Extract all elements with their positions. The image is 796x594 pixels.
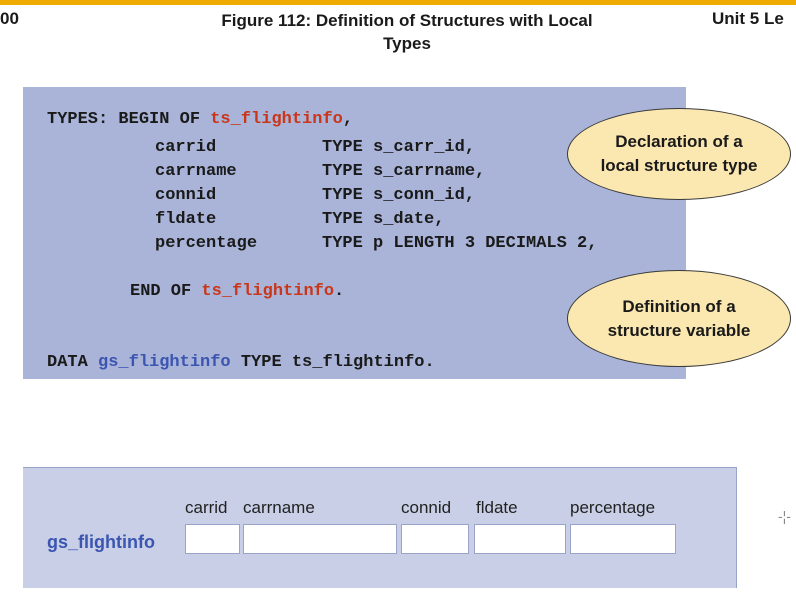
figure-title-line-1: Figure 112: Definition of Structures wit…	[221, 11, 593, 30]
field-name-percentage: percentage	[155, 234, 258, 253]
keyword-types-begin: TYPES: BEGIN OF	[47, 110, 211, 129]
code-line-end: END OF ts_flightinfo.	[130, 282, 344, 302]
field-box-carrname	[243, 524, 397, 554]
field-type-fldate: TYPE s_date,	[322, 210, 445, 229]
data-type-clause: TYPE ts_flightinfo.	[230, 353, 435, 372]
column-label-carrid: carrid	[185, 498, 228, 517]
field-box-connid	[401, 524, 469, 554]
type-name: ts_flightinfo	[210, 110, 343, 129]
field-name-connid: connid	[155, 186, 217, 205]
definition-callout: Definition of a structure variable	[567, 270, 791, 367]
column-label-carrname: carrname	[243, 498, 315, 517]
field-name-fldate: fldate	[155, 210, 217, 229]
definition-callout-line-2: structure variable	[607, 320, 751, 340]
field-name-carrid: carrid	[155, 138, 217, 157]
figure-title-line-2: Types	[383, 34, 431, 53]
field-type-carrid: TYPE s_carr_id,	[322, 138, 476, 157]
accent-bar	[0, 0, 796, 5]
field-type-connid: TYPE s_conn_id,	[322, 186, 476, 205]
structure-variable-label: gs_flightinfo	[47, 532, 155, 552]
data-variable: gs_flightinfo	[98, 353, 231, 372]
field-box-carrid	[185, 524, 240, 554]
keyword-data: DATA	[47, 353, 99, 372]
page-number: 00	[0, 9, 19, 28]
end-type-name: ts_flightinfo	[201, 282, 335, 301]
column-label-percentage: percentage	[570, 498, 656, 517]
declaration-callout: Declaration of a local structure type	[567, 108, 791, 200]
comma: ,	[342, 110, 354, 129]
unit-label: Unit 5 Le	[712, 9, 784, 28]
declaration-callout-line-1: Declaration of a	[615, 132, 743, 151]
keyword-end-of: END OF	[130, 282, 202, 301]
field-type-carrname: TYPE s_carrname,	[322, 162, 486, 181]
field-type-percentage: TYPE p LENGTH 3 DECIMALS 2,	[322, 234, 598, 253]
field-box-fldate	[474, 524, 566, 554]
period: .	[334, 282, 345, 301]
code-line-data: DATA gs_flightinfo TYPE ts_flightinfo.	[47, 353, 435, 373]
code-line-begin: TYPES: BEGIN OF ts_flightinfo,	[47, 110, 353, 130]
declaration-callout-line-2: local structure type	[600, 156, 758, 175]
definition-callout-line-1: Definition of a	[622, 296, 736, 316]
crosshair-cursor-icon: -¦-	[778, 508, 791, 524]
figure-title: Figure 112: Definition of Structures wit…	[180, 9, 634, 55]
column-label-fldate: fldate	[476, 498, 518, 517]
column-label-connid: connid	[401, 498, 452, 517]
field-box-percentage	[570, 524, 676, 554]
field-name-carrname: carrname	[155, 162, 237, 181]
